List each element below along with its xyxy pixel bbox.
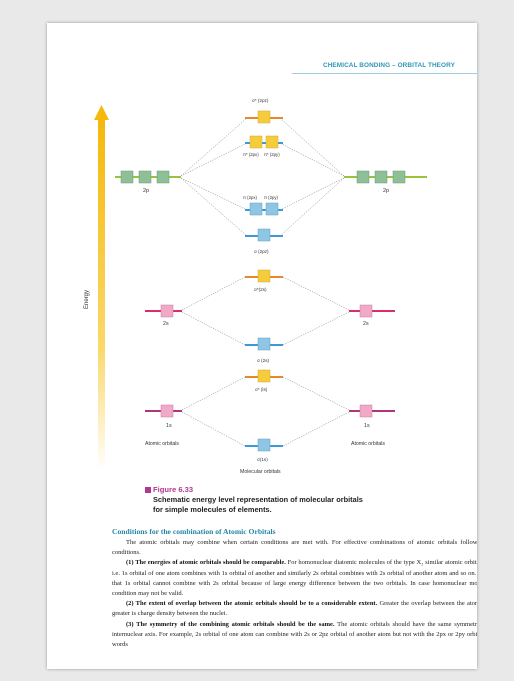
figure-caption: Schematic energy level representation of… — [153, 495, 363, 514]
mo-sigma-1s — [245, 438, 283, 452]
energy-arrow-shaft — [98, 119, 105, 471]
left-1s-orbital — [145, 404, 182, 418]
right-2p-label: 2p — [383, 188, 389, 194]
right-1s-label: 1s — [364, 423, 370, 429]
condition-2-title: (2) The extent of overlap between the at… — [126, 600, 378, 608]
book-page: CHEMICAL BONDING – ORBITAL THEORY 217 En… — [47, 23, 477, 669]
mo-pi-star-2p — [245, 135, 283, 149]
mo-pi-2py-label: π (2py) — [264, 195, 279, 200]
atomic-orbitals-left-label: Atomic orbitals — [145, 441, 179, 447]
mo-sigma-star-1s-label: σ* (ls) — [255, 387, 268, 392]
mo-sigma-star-2pz-label: σ* (2pz) — [252, 98, 269, 103]
left-2s-label: 2s — [163, 321, 169, 327]
mo-pi-2p — [245, 202, 283, 216]
mo-pi-star-2px-label: π* (2px) — [243, 152, 259, 157]
mo-sigma-star-1s — [245, 369, 283, 383]
right-2p-orbitals — [344, 170, 427, 184]
mo-sigma-star-2pz — [245, 110, 283, 124]
mo-energy-diagram: Energy — [84, 98, 427, 475]
mo-sigma-2pz-label: σ (2pz) — [254, 249, 269, 254]
section-heading: Conditions for the combination of Atomic… — [112, 527, 276, 536]
figure-marker-square — [145, 487, 151, 493]
body-text: The atomic orbitals may combine when cer… — [112, 538, 477, 650]
mo-sigma-2s-label: σ (2s) — [257, 358, 269, 363]
left-1s-label: 1s — [166, 423, 172, 429]
condition-3-text: The atomic orbitals should have the same… — [112, 620, 477, 649]
condition-3-paragraph: (3) The symmetry of the combining atomic… — [112, 620, 477, 651]
mo-sigma-1s-label: σ(1s) — [257, 457, 268, 462]
mo-pi-2px-label: π (2px) — [243, 195, 258, 200]
condition-1-title: (1) The energies of atomic orbitals shou… — [126, 559, 286, 567]
mo-sigma-2pz — [245, 228, 283, 242]
condition-2-text: Greater the overlap between the atomic o… — [112, 600, 477, 618]
left-2p-label: 2p — [143, 188, 149, 194]
condition-1-paragraph: (1) The energies of atomic orbitals shou… — [112, 558, 477, 599]
orbital-connectors — [180, 117, 350, 447]
right-2s-label: 2s — [363, 321, 369, 327]
condition-1-text: For homonuclear diatomic molecules of th… — [112, 559, 477, 598]
molecular-orbitals-label: Molecular orbitals — [240, 469, 281, 475]
mo-sigma-2s — [245, 337, 283, 351]
right-2s-orbital — [349, 304, 395, 318]
intro-paragraph: The atomic orbitals may combine when cer… — [112, 539, 477, 557]
mo-sigma-star-2s-label: σ*(2s) — [254, 287, 267, 292]
mo-pi-star-2py-label: π* (2py) — [264, 152, 280, 157]
energy-axis-label: Energy — [84, 290, 90, 309]
left-2s-orbital — [145, 304, 182, 318]
energy-arrow-head — [94, 105, 109, 120]
running-header-title: CHEMICAL BONDING – ORBITAL THEORY — [323, 62, 455, 69]
mo-sigma-star-2s — [245, 269, 283, 283]
condition-3-title: (3) The symmetry of the combining atomic… — [126, 620, 335, 628]
right-1s-orbital — [349, 404, 395, 418]
header-rule — [292, 73, 477, 74]
figure-number: Figure 6.33 — [153, 485, 194, 494]
condition-2-paragraph: (2) The extent of overlap between the at… — [112, 599, 477, 619]
left-2p-orbitals — [115, 170, 181, 184]
atomic-orbitals-right-label: Atomic orbitals — [351, 441, 385, 447]
